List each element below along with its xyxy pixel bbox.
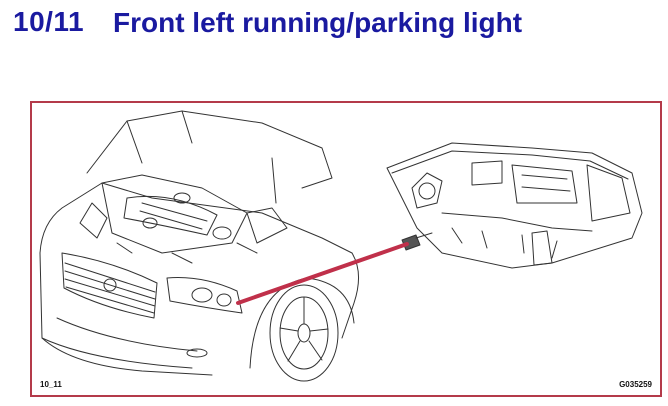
section-number: 10/11 (13, 6, 85, 37)
pointer-line (236, 242, 409, 305)
section-title: Front left running/parking light (113, 7, 523, 38)
figure-label-right: G035259 (619, 380, 652, 389)
section-heading: 10/11 Front left running/parking light (0, 0, 668, 90)
figure-label-left: 10_11 (40, 380, 62, 389)
car-headlight-illustration (39, 110, 643, 382)
figure-frame: 10_11 G035259 (30, 101, 662, 397)
car-drawing (39, 110, 359, 382)
headlight-assembly-drawing (386, 142, 643, 269)
